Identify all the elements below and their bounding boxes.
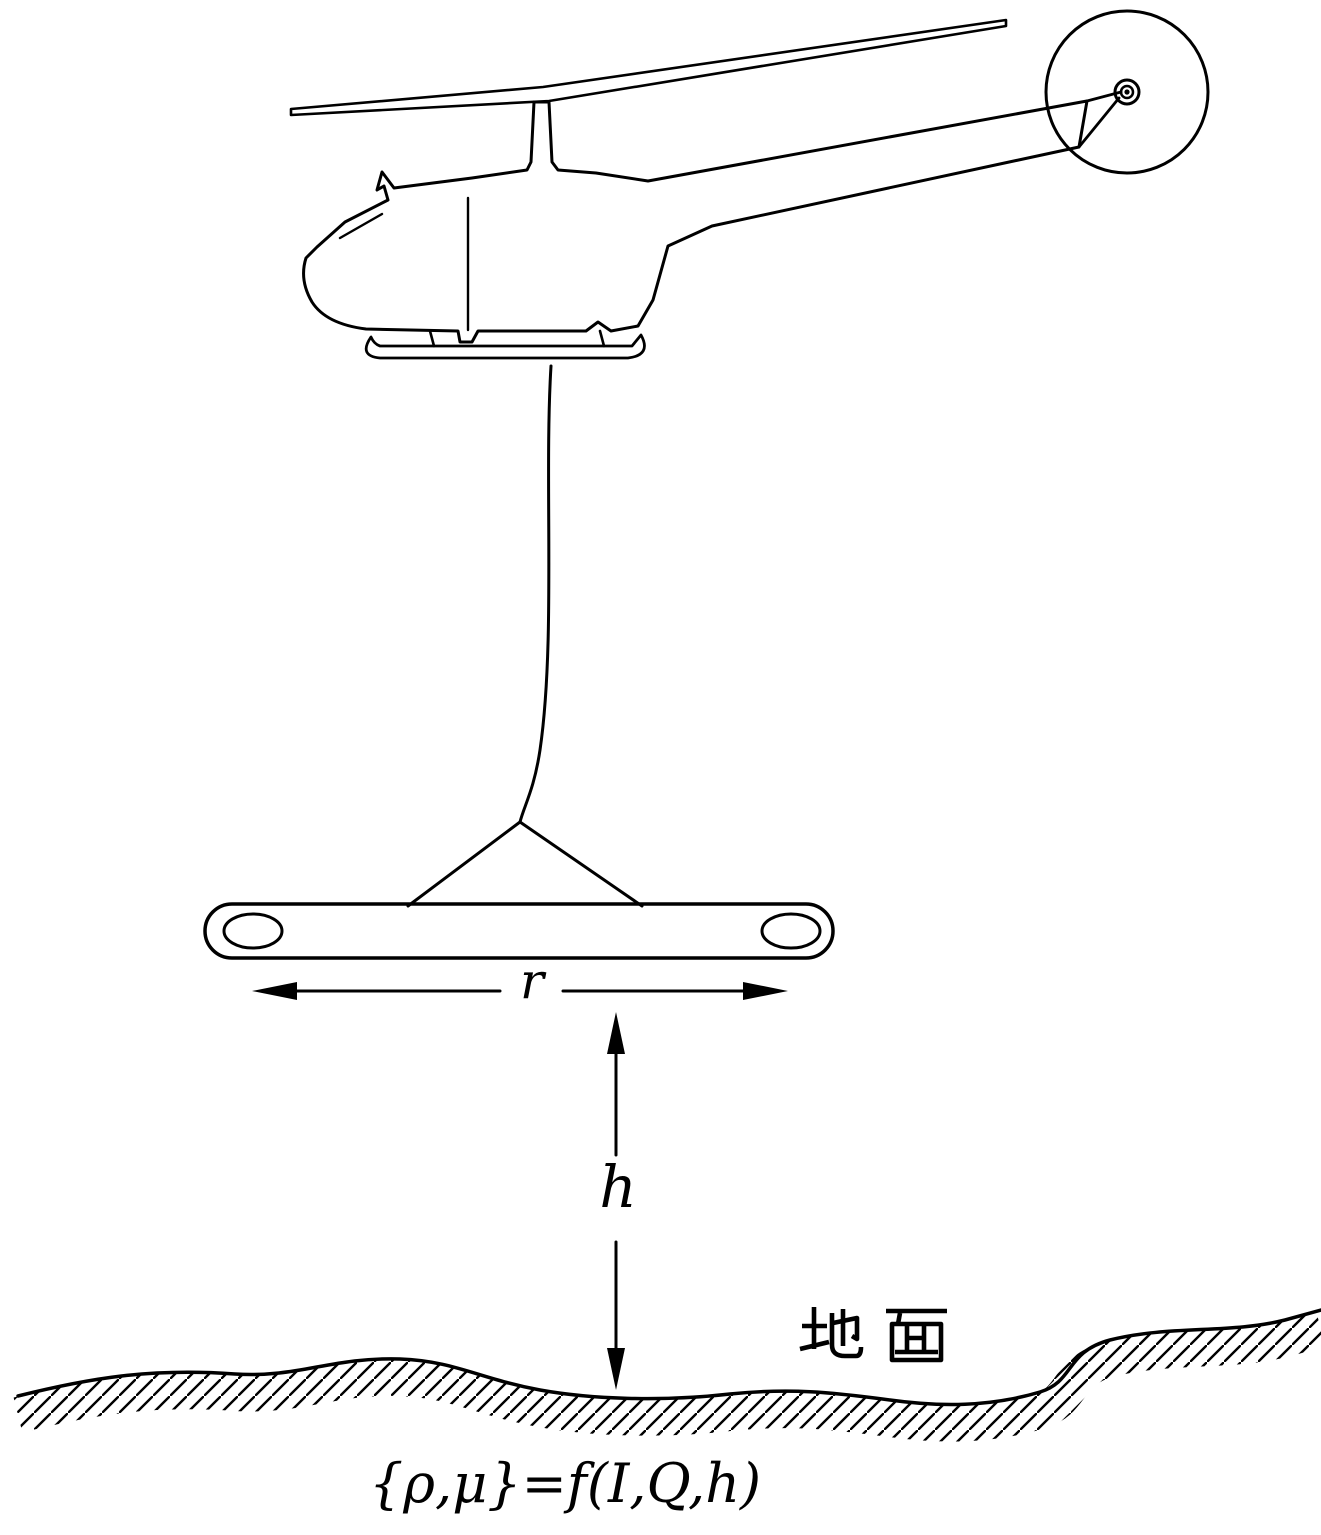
ground-label: 地面 — [795, 1298, 960, 1370]
h-dimension-arrow — [607, 1012, 625, 1390]
ground-label-glyphs — [799, 1307, 947, 1363]
formula-label: {ρ,μ}=f(I,Q,h) — [368, 1452, 762, 1515]
main-rotor — [289, 18, 1008, 117]
height-label: h — [599, 1153, 637, 1221]
suspension-lines — [406, 820, 644, 908]
fuselage — [302, 99, 1089, 344]
tow-cable-line — [518, 364, 553, 824]
ground-hatching — [13, 1311, 1321, 1442]
radius-label: r — [520, 952, 544, 1010]
ground-line — [16, 1308, 1321, 1407]
tail-rotor — [1044, 9, 1210, 175]
ground-surface-drawing — [13, 1308, 1321, 1442]
sensor-boom — [203, 902, 835, 960]
helicopter-drawing — [289, 9, 1210, 360]
r-dimension-arrow — [252, 982, 788, 1000]
landing-skids — [364, 329, 646, 360]
